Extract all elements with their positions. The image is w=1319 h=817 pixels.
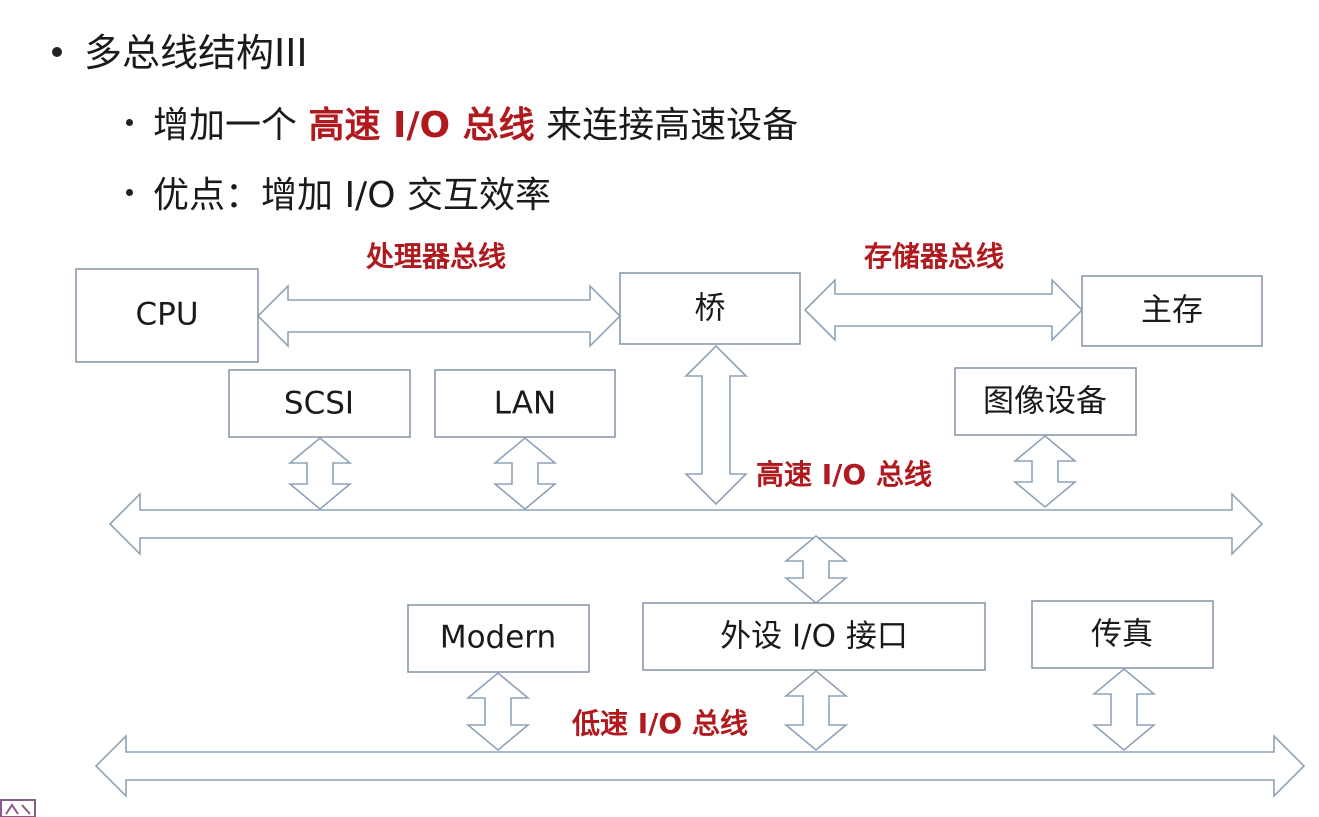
bullet-dot [126,118,133,126]
graphics-device-label: 图像设备 [983,384,1107,420]
bullet-dot [126,188,133,196]
bullet-item-1: 增加一个 高速 I/O 总线 来连接高速设备 [126,96,798,148]
fax-label: 传真 [1091,617,1153,653]
graphics-device-box: 图像设备 [954,367,1137,436]
bullet-item-2: 优点：增加 I/O 交互效率 [126,166,551,218]
processor-bus-arrow [256,284,622,348]
modem-box: Modern [407,604,590,673]
bullet-item-1-suffix: 来连接高速设备 [546,105,799,146]
cpu-box: CPU [75,268,259,363]
modem-label: Modern [440,620,556,656]
lan-box: LAN [434,369,616,438]
low-speed-io-bus-label: 低速 I/O 总线 [571,707,748,740]
low-speed-io-bus-arrow [94,734,1306,798]
peripheral-io-interface-label: 外设 I/O 接口 [720,619,908,655]
peripheral-io-interface-box: 外设 I/O 接口 [642,602,986,671]
memory-bus-arrow [803,278,1084,342]
lan-label: LAN [494,386,556,422]
bridge-label: 桥 [695,291,726,327]
peripheral-interface-to-low-bus-arrow [783,669,849,752]
memory-box: 主存 [1081,275,1263,347]
bullet-item-1-prefix: 增加一个 [153,105,298,146]
scsi-to-bus-arrow [287,436,353,511]
lan-to-bus-arrow [492,436,558,511]
bus-to-peripheral-interface-arrow [783,534,849,605]
scsi-label: SCSI [284,386,354,422]
bridge-to-high-speed-bus-arrow [684,344,748,506]
bullet-title-text: 多总线结构III [84,31,308,75]
bullet-title: 多总线结构III [52,22,308,77]
bullet-item-1-highlight: 高速 I/O 总线 [308,105,535,146]
slide-corner-icon [0,799,36,817]
graphics-to-bus-arrow [1012,434,1078,509]
bridge-box: 桥 [619,272,801,345]
cpu-label: CPU [135,297,198,333]
fax-to-low-bus-arrow [1091,667,1157,752]
high-speed-io-bus-label: 高速 I/O 总线 [756,458,932,491]
memory-bus-label: 存储器总线 [864,240,1004,273]
memory-label: 主存 [1141,293,1203,329]
high-speed-io-bus-arrow [108,492,1264,556]
fax-box: 传真 [1031,600,1214,669]
bullet-item-2-text: 优点：增加 I/O 交互效率 [153,175,551,216]
processor-bus-label: 处理器总线 [365,240,506,273]
bullet-dot [52,46,62,57]
scsi-box: SCSI [228,369,411,438]
modem-to-low-bus-arrow [465,671,531,752]
